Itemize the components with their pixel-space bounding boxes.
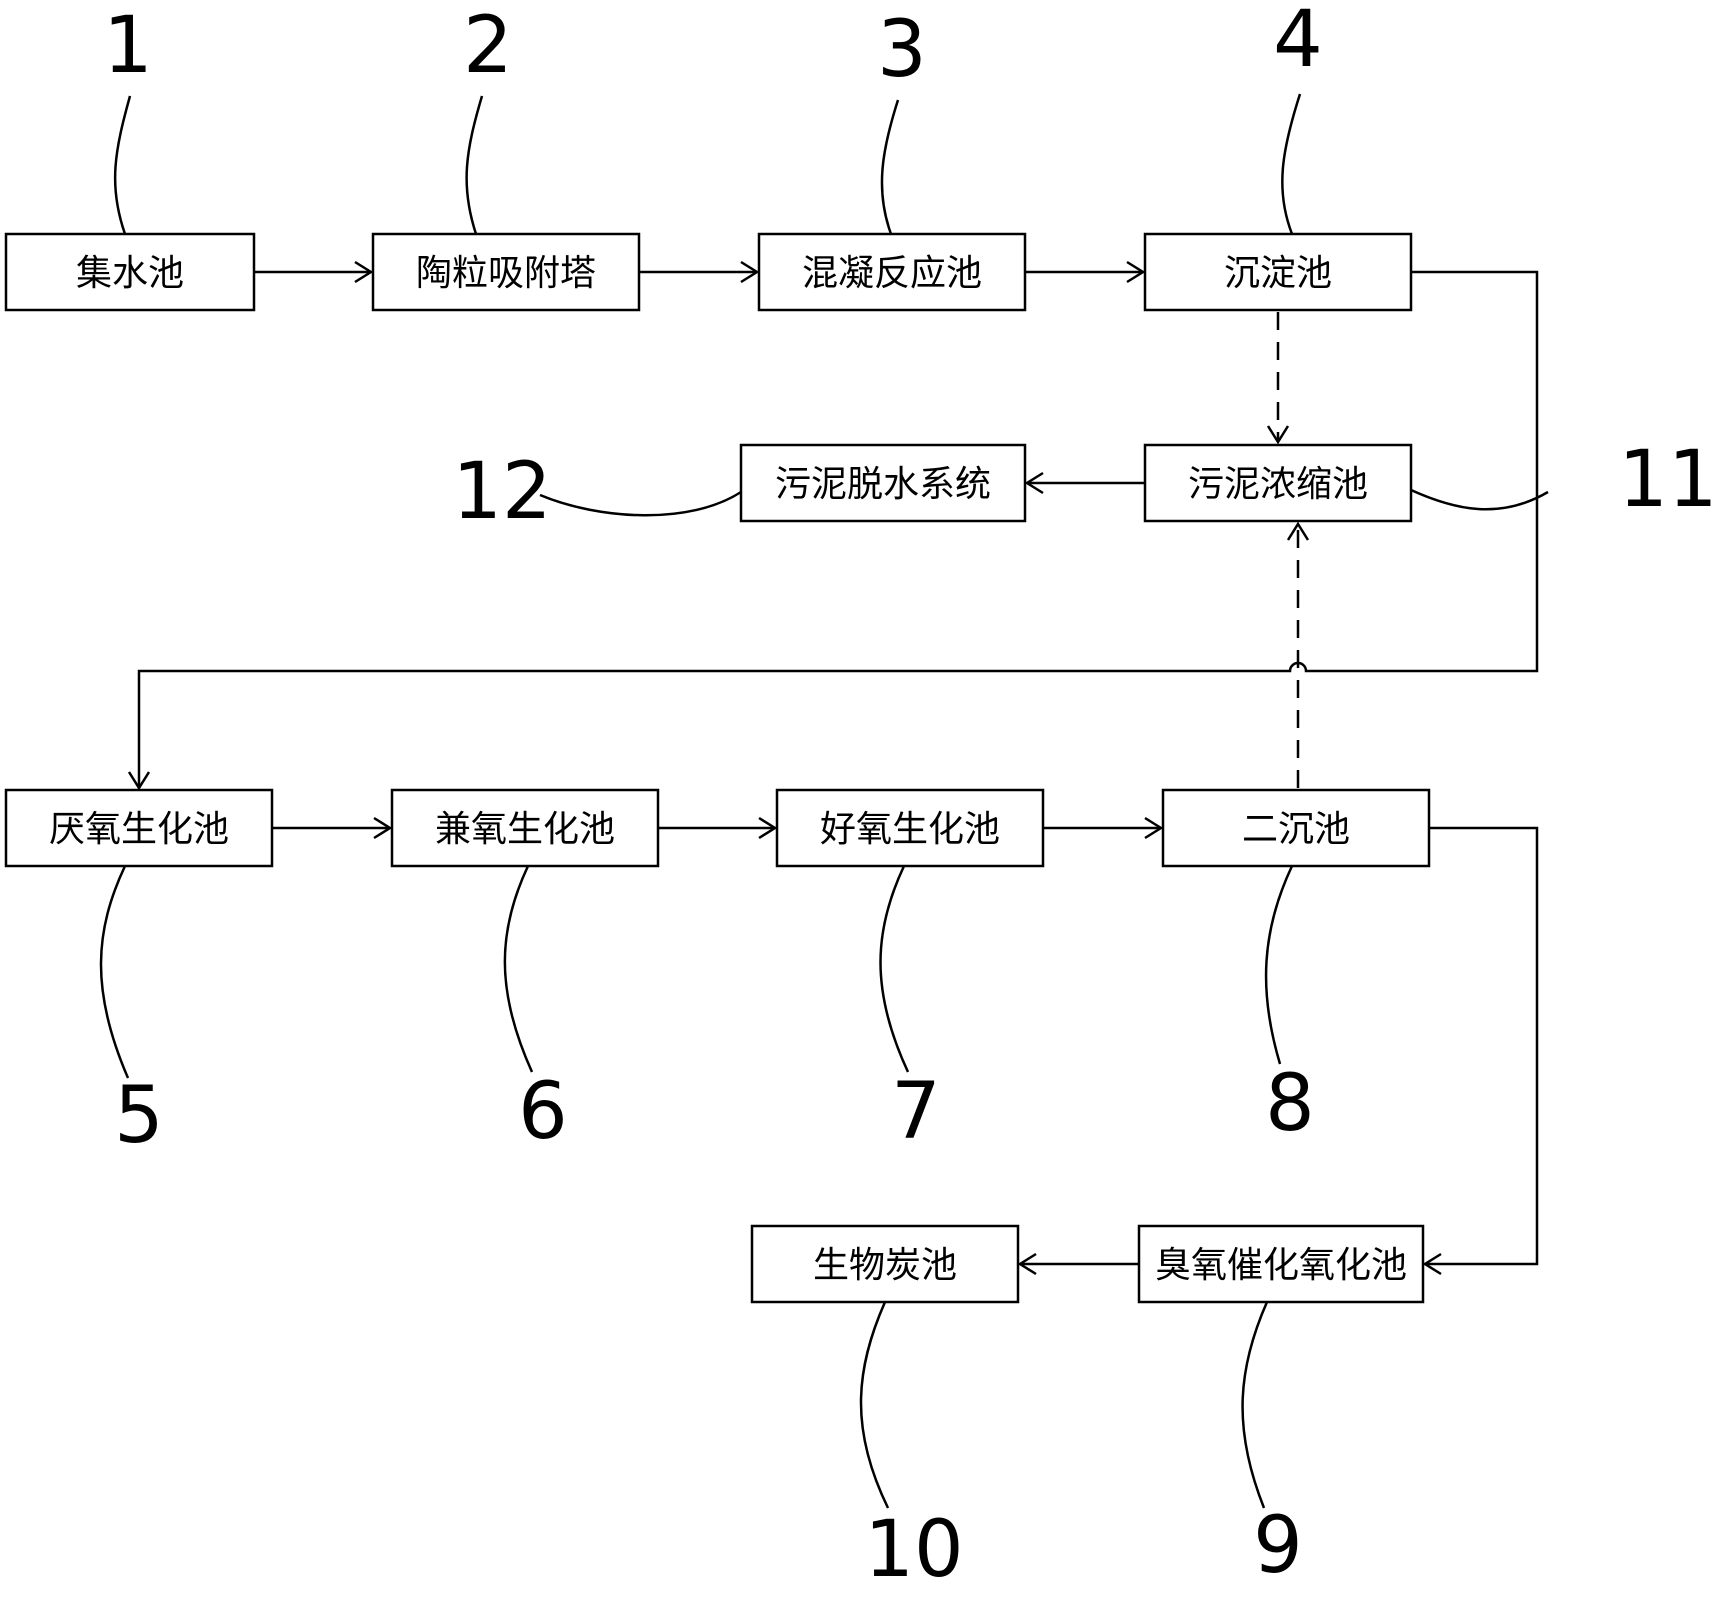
sludge-flow-4-to-11 xyxy=(1266,312,1290,445)
leader-line-8 xyxy=(1264,865,1294,1065)
flow-3-to-4 xyxy=(1025,260,1146,284)
unit-box-2: 陶粒吸附塔 xyxy=(371,232,641,312)
leader-line-7 xyxy=(879,865,910,1073)
leader-line-5 xyxy=(99,865,130,1079)
ref-number-3: 3 xyxy=(877,5,927,95)
flow-8-to-9 xyxy=(1422,826,1539,1276)
unit-label-3: 混凝反应池 xyxy=(802,253,982,294)
flow-6-to-7 xyxy=(658,816,778,840)
unit-box-8: 二沉池 xyxy=(1161,788,1431,868)
ref-number-6: 6 xyxy=(518,1067,568,1157)
unit-label-1: 集水池 xyxy=(76,253,184,294)
unit-label-5: 厌氧生化池 xyxy=(49,809,229,850)
flow-2-to-3 xyxy=(639,260,760,284)
ref-number-1: 1 xyxy=(103,1,153,91)
leader-line-6 xyxy=(503,865,534,1073)
leader-line-4 xyxy=(1281,93,1302,235)
flow-11-to-12 xyxy=(1024,471,1145,495)
ref-number-7: 7 xyxy=(891,1067,941,1157)
ref-number-4: 4 xyxy=(1273,0,1323,85)
flow-1-to-2 xyxy=(254,260,374,284)
unit-label-11: 污泥浓缩池 xyxy=(1188,464,1368,505)
unit-box-6: 兼氧生化池 xyxy=(390,788,660,868)
unit-box-5: 厌氧生化池 xyxy=(4,788,274,868)
unit-box-4: 沉淀池 xyxy=(1143,232,1413,312)
unit-box-1: 集水池 xyxy=(4,232,256,312)
unit-box-10: 生物炭池 xyxy=(750,1224,1020,1304)
ref-number-5: 5 xyxy=(114,1071,164,1161)
unit-box-12: 污泥脱水系统 xyxy=(739,443,1027,523)
leader-line-9 xyxy=(1241,1301,1269,1509)
unit-label-6: 兼氧生化池 xyxy=(435,809,615,850)
unit-label-10: 生物炭池 xyxy=(813,1245,957,1286)
flow-5-to-6 xyxy=(272,816,393,840)
flow-4-to-5 xyxy=(127,270,1539,791)
leader-line-3 xyxy=(880,99,900,235)
unit-label-12: 污泥脱水系统 xyxy=(775,464,991,505)
ref-number-12: 12 xyxy=(452,447,551,537)
unit-label-4: 沉淀池 xyxy=(1224,253,1332,294)
leader-line-1 xyxy=(113,95,132,235)
ref-number-11: 11 xyxy=(1618,435,1714,525)
ref-number-8: 8 xyxy=(1265,1059,1315,1149)
leader-line-2 xyxy=(465,95,484,235)
unit-box-3: 混凝反应池 xyxy=(757,232,1027,312)
unit-label-9: 臭氧催化氧化池 xyxy=(1155,1245,1407,1286)
leader-line-11 xyxy=(1410,488,1549,511)
ref-number-2: 2 xyxy=(463,1,513,91)
unit-label-8: 二沉池 xyxy=(1242,809,1350,850)
leader-line-10 xyxy=(859,1301,890,1509)
unit-label-7: 好氧生化池 xyxy=(820,809,1000,850)
unit-box-11: 污泥浓缩池 xyxy=(1143,443,1413,523)
flow-9-to-10 xyxy=(1017,1252,1139,1276)
unit-box-9: 臭氧催化氧化池 xyxy=(1137,1224,1425,1304)
unit-box-7: 好氧生化池 xyxy=(775,788,1045,868)
flow-7-to-8 xyxy=(1043,816,1164,840)
unit-label-2: 陶粒吸附塔 xyxy=(416,253,596,294)
ref-number-10: 10 xyxy=(864,1505,963,1595)
ref-number-9: 9 xyxy=(1253,1501,1303,1591)
sludge-flow-8-to-11 xyxy=(1286,521,1310,788)
leader-line-12 xyxy=(539,490,742,517)
